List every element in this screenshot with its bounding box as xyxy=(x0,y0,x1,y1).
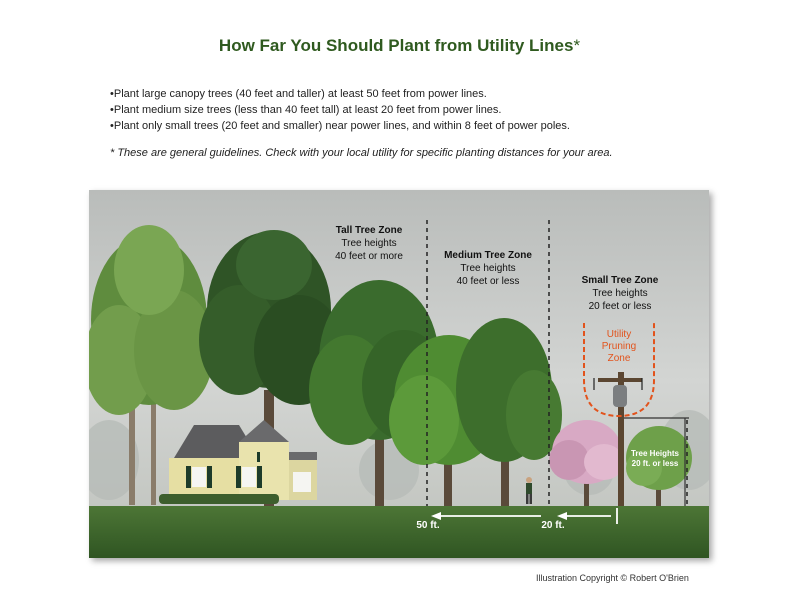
person-figure xyxy=(526,477,532,504)
flowering-tree xyxy=(549,420,624,508)
pruning-zone-outline xyxy=(583,323,655,418)
guideline-item: Plant large canopy trees (40 feet and ta… xyxy=(110,86,570,102)
guideline-list: Plant large canopy trees (40 feet and ta… xyxy=(110,86,570,134)
distance-20ft-label: 20 ft. xyxy=(541,520,565,531)
small-zone-title: Small Tree Zone xyxy=(582,275,659,286)
distance-50ft-label: 50 ft. xyxy=(416,520,440,531)
page-title: How Far You Should Plant from Utility Li… xyxy=(0,36,799,56)
medium-zone-trees xyxy=(389,318,562,508)
illustration-canvas: Tall Tree Zone Tree heights 40 feet or m… xyxy=(89,190,709,558)
guideline-item: Plant only small trees (20 feet and smal… xyxy=(110,118,570,134)
medium-zone-line1: Tree heights xyxy=(460,263,515,274)
pruning-zone-line2: Pruning xyxy=(602,341,636,352)
tall-oak-tree xyxy=(199,230,344,508)
medium-zone-line2: 40 feet or less xyxy=(457,276,520,287)
planting-illustration: Tall Tree Zone Tree heights 40 feet or m… xyxy=(89,190,709,558)
tall-zone-line2: 40 feet or more xyxy=(335,251,403,262)
utility-pole xyxy=(593,372,689,510)
distance-arrows xyxy=(431,508,618,524)
birch-tree xyxy=(89,225,214,505)
pruning-zone-line3: Zone xyxy=(608,353,631,364)
pruning-zone-line1: Utility xyxy=(607,329,631,340)
small-tree xyxy=(626,426,692,508)
tall-zone-line1: Tree heights xyxy=(341,238,396,249)
tall-zone-title: Tall Tree Zone xyxy=(336,225,403,236)
tree-heights-line1: Tree Heights xyxy=(631,449,680,458)
small-zone-line2: 20 feet or less xyxy=(589,301,652,312)
medium-zone-title: Medium Tree Zone xyxy=(444,250,532,261)
copyright-credit: Illustration Copyright © Robert O'Brien xyxy=(536,573,689,583)
title-text: How Far You Should Plant from Utility Li… xyxy=(218,36,574,55)
guideline-note: * These are general guidelines. Check wi… xyxy=(110,147,613,159)
tree-heights-line2: 20 ft. or less xyxy=(632,459,679,468)
small-zone-line1: Tree heights xyxy=(592,288,647,299)
zone-divider-lines xyxy=(426,220,688,510)
ground xyxy=(89,506,709,558)
house xyxy=(159,420,317,504)
guideline-item: Plant medium size trees (less than 40 fe… xyxy=(110,102,570,118)
title-footnote-mark: * xyxy=(573,36,581,55)
